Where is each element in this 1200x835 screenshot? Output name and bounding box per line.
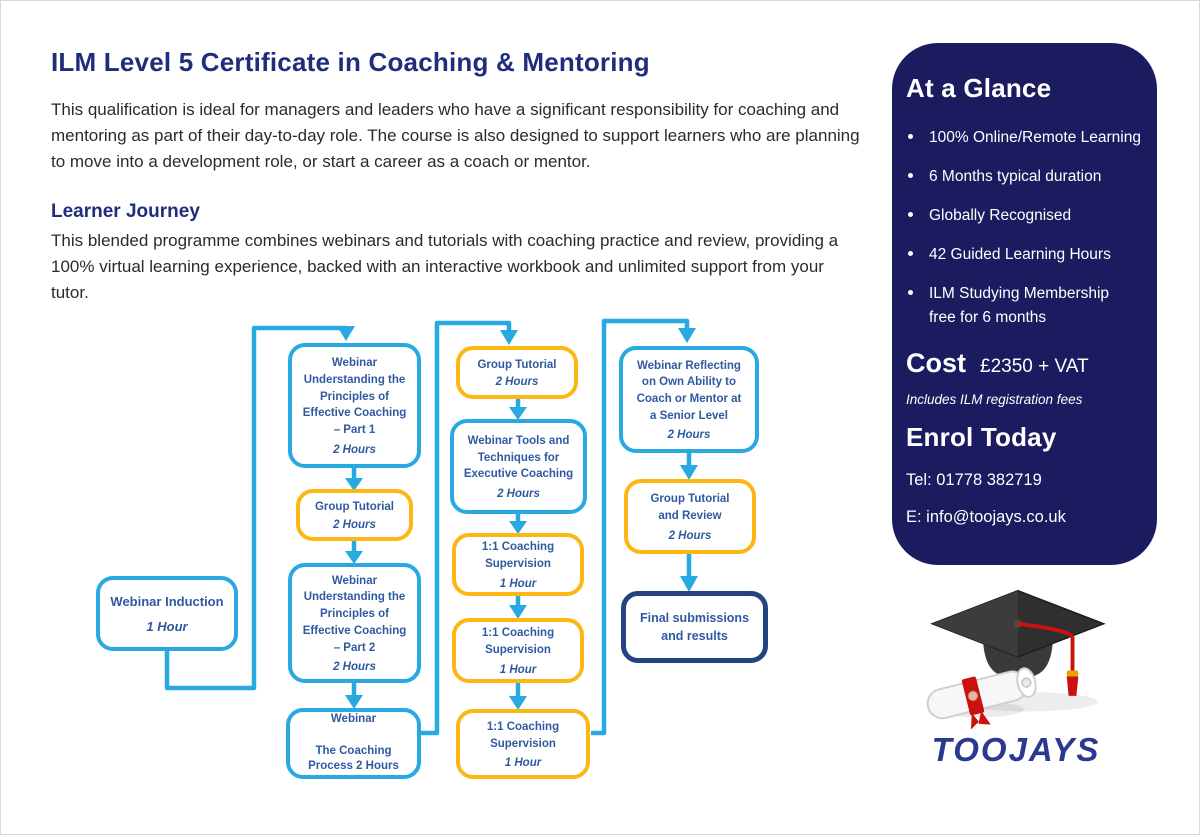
- glance-item-text: 42 Guided Learning Hours: [929, 246, 1111, 264]
- flow-box-coaching-supervision-3: 1:1 Coaching Supervision 1 Hour: [456, 709, 590, 779]
- glance-item: Globally Recognised: [906, 204, 1141, 228]
- learner-journey-paragraph: This blended programme combines webinars…: [51, 231, 839, 302]
- graduation-cap-icon: [926, 589, 1106, 729]
- flow-box-webinar-reflecting: Webinar Reflecting on Own Ability to Coa…: [619, 346, 759, 453]
- flow-box-coaching-supervision-1: 1:1 Coaching Supervision 1 Hour: [452, 533, 584, 596]
- bullet-icon: [908, 290, 913, 296]
- flow-box-title: Webinar Understanding the Principles of …: [302, 574, 407, 654]
- bullet-icon: [908, 251, 913, 257]
- at-a-glance-heading: At a Glance: [906, 73, 1052, 103]
- glance-item: 100% Online/Remote Learning: [906, 126, 1141, 150]
- flow-box-group-tutorial-1: Group Tutorial 2 Hours: [296, 489, 413, 541]
- flow-box-webinar-coaching-process: Webinar The Coaching Process 2 Hours: [286, 708, 421, 779]
- brand-block: TOOJAYS: [899, 577, 1133, 769]
- flow-box-hours: 2 Hours: [497, 488, 540, 500]
- at-a-glance-panel: At a Glance 100% Online/Remote Learning …: [892, 43, 1157, 565]
- enrol-today-heading: Enrol Today: [906, 422, 1057, 453]
- flow-box-title: Webinar Reflecting on Own Ability to Coa…: [636, 359, 742, 422]
- flow-box-group-tutorial-review: Group Tutorial and Review 2 Hours: [624, 479, 756, 554]
- flow-box-webinar-principles-part2: Webinar Understanding the Principles of …: [288, 563, 421, 683]
- flow-box-title: Group Tutorial and Review: [650, 493, 730, 522]
- toojays-logo: TOOJAYS: [931, 731, 1101, 768]
- email-address: E: info@toojays.co.uk: [906, 508, 1066, 527]
- cost-note: Includes ILM registration fees: [906, 392, 1083, 408]
- flow-box-webinar-principles-part1: Webinar Understanding the Principles of …: [288, 343, 421, 468]
- flow-box-title: Webinar Tools and Techniques for Executi…: [463, 434, 574, 481]
- cost-row: Cost £2350 + VAT: [906, 348, 1141, 379]
- flow-box-title: Group Tutorial: [477, 358, 557, 371]
- flow-box-hours: 2 Hours: [667, 429, 711, 442]
- glance-item: ILM Studying Membership free for 6 month…: [906, 282, 1141, 330]
- flow-box-title: 1:1 Coaching Supervision: [486, 720, 560, 750]
- flow-box-title: Final submissions and results: [639, 610, 750, 643]
- at-a-glance-list: 100% Online/Remote Learning 6 Months typ…: [906, 126, 1141, 330]
- flow-box-title: Webinar The Coaching Process 2 Hours: [308, 713, 399, 773]
- intro-paragraph: This qualification is ideal for managers…: [51, 100, 860, 171]
- cost-value: £2350 + VAT: [980, 356, 1089, 378]
- glance-item: 42 Guided Learning Hours: [906, 243, 1141, 267]
- flow-box-title: 1:1 Coaching Supervision: [481, 541, 555, 570]
- glance-item: 6 Months typical duration: [906, 165, 1141, 189]
- phone-number: Tel: 01778 382719: [906, 471, 1042, 490]
- flow-box-hours: 1 Hour: [146, 619, 188, 635]
- glance-item-text: Globally Recognised: [929, 207, 1072, 225]
- flow-box-webinar-induction: Webinar Induction 1 Hour: [96, 576, 238, 651]
- cost-label: Cost: [906, 348, 966, 379]
- flow-box-hours: 2 Hours: [333, 518, 376, 531]
- glance-item-text: 6 Months typical duration: [929, 168, 1102, 186]
- flow-box-coaching-supervision-2: 1:1 Coaching Supervision 1 Hour: [452, 618, 584, 683]
- flow-box-hours: 1 Hour: [504, 757, 542, 770]
- bullet-icon: [908, 212, 913, 218]
- flow-box-hours: 1 Hour: [499, 663, 537, 676]
- flow-box-final-submissions: Final submissions and results: [621, 591, 768, 663]
- flow-box-hours: 2 Hours: [495, 376, 539, 389]
- flow-box-hours: 2 Hours: [333, 443, 376, 456]
- learner-journey-heading: Learner Journey: [51, 201, 200, 222]
- bullet-icon: [908, 173, 913, 179]
- flow-box-title: 1:1 Coaching Supervision: [481, 627, 555, 656]
- flow-box-title: Webinar Induction: [110, 593, 224, 609]
- page-title: ILM Level 5 Certificate in Coaching & Me…: [51, 47, 650, 77]
- flow-box-title: Webinar Understanding the Principles of …: [302, 357, 407, 436]
- flow-box-webinar-tools-techniques: Webinar Tools and Techniques for Executi…: [450, 419, 587, 514]
- glance-item-text: ILM Studying Membership free for 6 month…: [929, 285, 1110, 327]
- flow-box-title: Group Tutorial: [314, 501, 394, 514]
- flow-box-group-tutorial-2: Group Tutorial 2 Hours: [456, 346, 578, 399]
- flow-box-hours: 2 Hours: [333, 661, 376, 674]
- bullet-icon: [908, 134, 913, 139]
- flow-box-hours: 2 Hours: [668, 529, 712, 542]
- glance-item-text: 100% Online/Remote Learning: [929, 129, 1141, 146]
- flow-box-hours: 1 Hour: [499, 577, 537, 590]
